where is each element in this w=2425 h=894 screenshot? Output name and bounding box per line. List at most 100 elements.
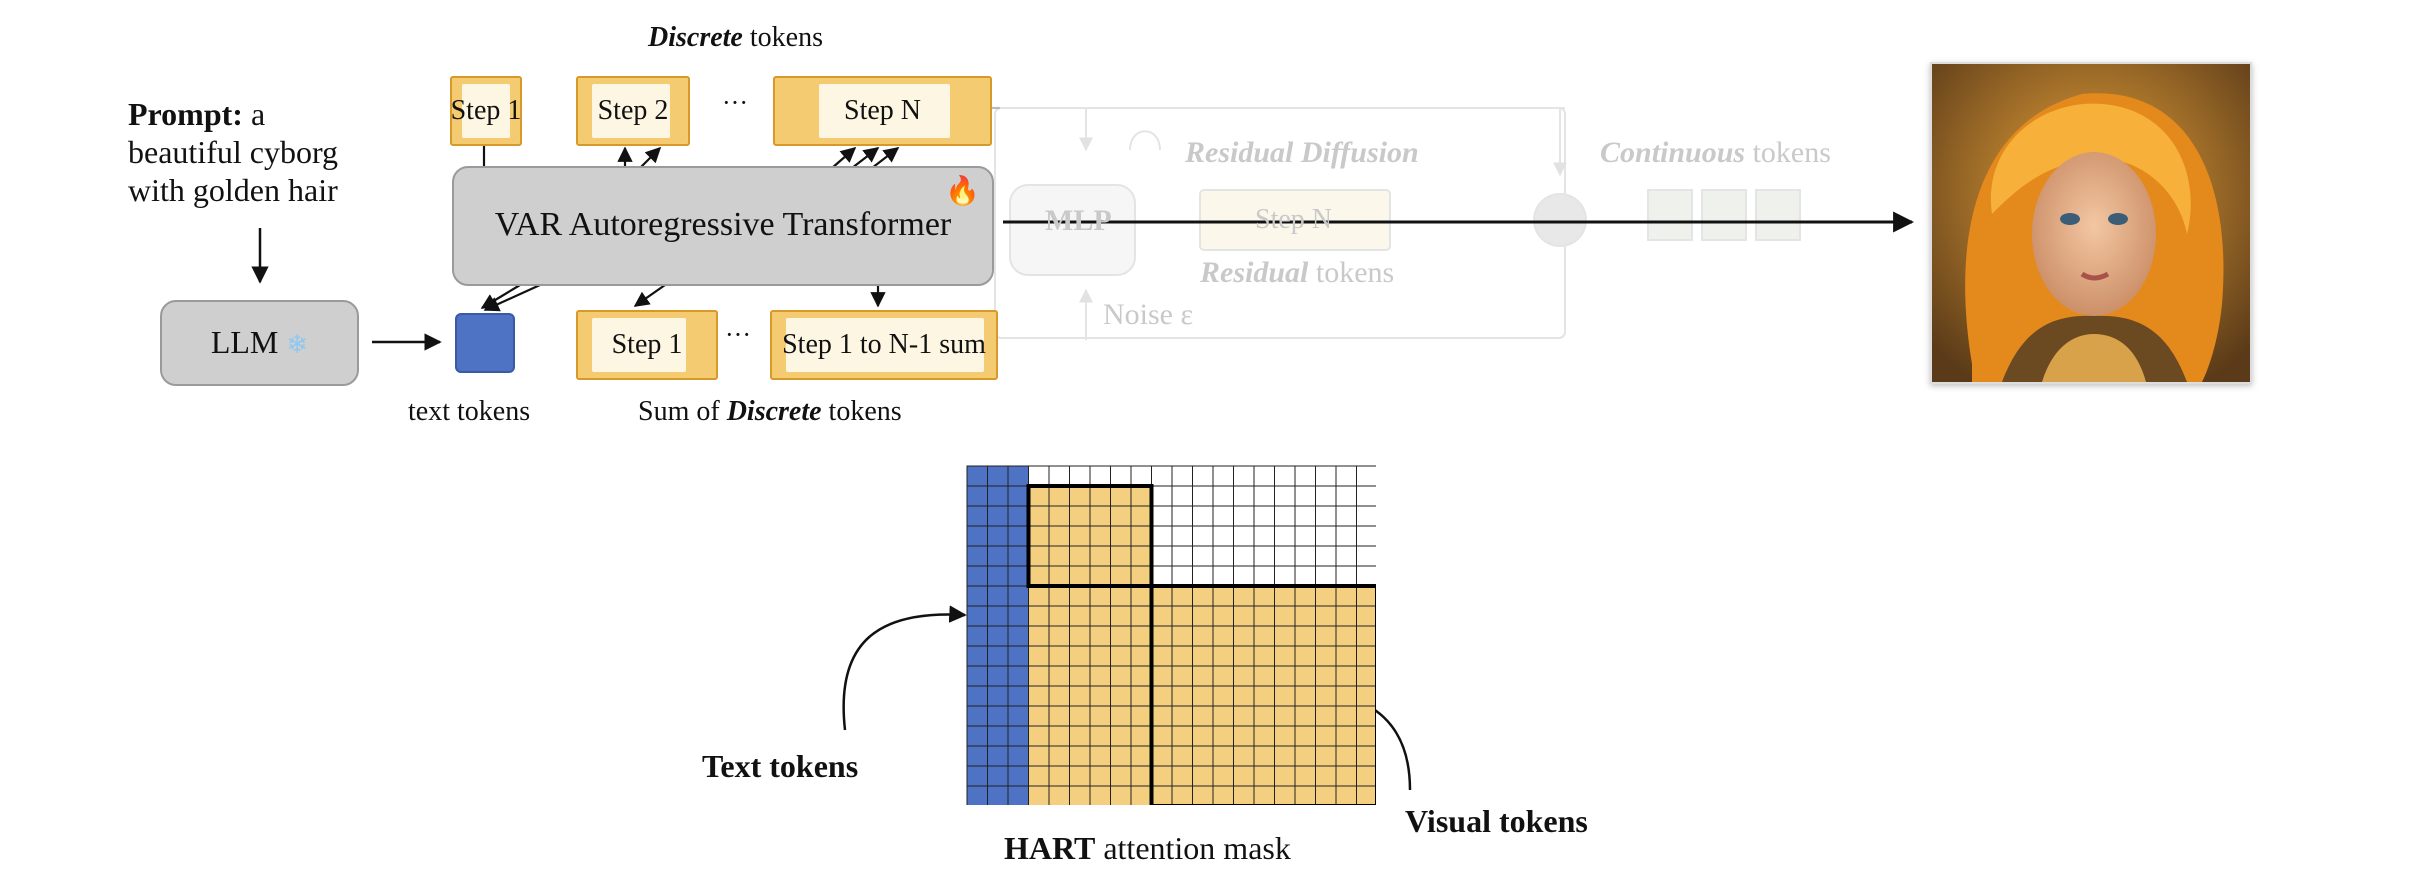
mask-cell bbox=[1007, 625, 1029, 647]
mask-cell bbox=[1253, 585, 1275, 607]
mask-cell bbox=[1007, 545, 1029, 567]
mask-cell bbox=[987, 665, 1009, 687]
mask-cell bbox=[1192, 685, 1214, 707]
mask-cell bbox=[1356, 765, 1376, 787]
mask-cell bbox=[1192, 485, 1214, 507]
mask-cell bbox=[1069, 505, 1091, 527]
mask-cell bbox=[987, 465, 1009, 487]
mask-cell bbox=[1212, 765, 1234, 787]
mask-cell bbox=[1294, 605, 1316, 627]
mask-cell bbox=[1110, 645, 1132, 667]
mask-cell bbox=[1007, 705, 1029, 727]
mask-cell bbox=[1315, 725, 1337, 747]
callout-text-tokens bbox=[842, 605, 967, 731]
generated-portrait-image bbox=[1930, 62, 2252, 384]
mask-cell bbox=[1110, 565, 1132, 587]
mask-cell bbox=[1335, 505, 1357, 527]
mask-cell bbox=[1192, 465, 1214, 487]
mask-cell bbox=[1028, 645, 1050, 667]
mask-cell bbox=[1171, 585, 1193, 607]
mask-cell bbox=[1028, 705, 1050, 727]
mask-cell bbox=[1028, 465, 1050, 487]
mask-cell bbox=[1028, 665, 1050, 687]
mask-cell bbox=[1294, 585, 1316, 607]
mask-cell bbox=[1233, 645, 1255, 667]
mask-cell bbox=[1089, 505, 1111, 527]
prompt-line3: with golden hair bbox=[128, 172, 338, 208]
mask-text-tokens-label: Text tokens bbox=[702, 748, 859, 784]
mask-cell bbox=[1233, 725, 1255, 747]
mask-cell bbox=[1069, 665, 1091, 687]
mask-cell bbox=[1212, 485, 1234, 507]
mask-cell bbox=[1274, 465, 1296, 487]
mask-cell bbox=[1151, 585, 1173, 607]
prompt-line1: a bbox=[242, 96, 266, 132]
mask-cell bbox=[1028, 785, 1050, 805]
mask-cell bbox=[1253, 505, 1275, 527]
mask-cell bbox=[1171, 505, 1193, 527]
mask-cell bbox=[1089, 465, 1111, 487]
mask-cell bbox=[987, 685, 1009, 707]
mask-cell bbox=[1212, 745, 1234, 767]
mask-cell bbox=[1151, 765, 1173, 787]
mask-cell bbox=[1048, 605, 1070, 627]
mask-cell bbox=[1048, 505, 1070, 527]
mask-cell bbox=[1151, 545, 1173, 567]
mask-cell bbox=[1212, 625, 1234, 647]
mask-cell bbox=[966, 765, 988, 787]
mask-cell bbox=[966, 545, 988, 567]
mask-cell bbox=[987, 745, 1009, 767]
mask-cell bbox=[1233, 585, 1255, 607]
mask-cell bbox=[1212, 725, 1234, 747]
mask-cell bbox=[1048, 665, 1070, 687]
mask-cell bbox=[1233, 705, 1255, 727]
discrete-step-n: Step N bbox=[773, 76, 992, 146]
mask-cell bbox=[1356, 785, 1376, 805]
mask-cell bbox=[1233, 485, 1255, 507]
mask-cell bbox=[1315, 765, 1337, 787]
mask-cell bbox=[1028, 765, 1050, 787]
mask-cell bbox=[1253, 785, 1275, 805]
mask-cell bbox=[1294, 545, 1316, 567]
mask-cell bbox=[1192, 725, 1214, 747]
mask-cell bbox=[1151, 705, 1173, 727]
mask-cell bbox=[1130, 605, 1152, 627]
mask-cell bbox=[1130, 505, 1152, 527]
mask-cell bbox=[1151, 505, 1173, 527]
mask-cell bbox=[1110, 625, 1132, 647]
mask-cell bbox=[1130, 465, 1152, 487]
mask-cell bbox=[1274, 665, 1296, 687]
mask-cell bbox=[1048, 625, 1070, 647]
mask-cell bbox=[1335, 565, 1357, 587]
mask-cell bbox=[1069, 765, 1091, 787]
mask-cell bbox=[1253, 745, 1275, 767]
mask-cell bbox=[1192, 505, 1214, 527]
mask-visual-tokens-label: Visual tokens bbox=[1405, 803, 1588, 839]
mask-cell bbox=[1356, 465, 1376, 487]
mask-cell bbox=[1335, 465, 1357, 487]
mask-cell bbox=[1274, 785, 1296, 805]
mask-cell bbox=[1233, 785, 1255, 805]
mask-cell bbox=[1028, 725, 1050, 747]
mask-cell bbox=[1294, 745, 1316, 767]
mask-cell bbox=[1171, 525, 1193, 547]
mask-cell bbox=[1007, 505, 1029, 527]
mask-cell bbox=[1069, 685, 1091, 707]
mask-cell bbox=[1007, 785, 1029, 805]
mask-cell bbox=[1192, 765, 1214, 787]
mask-cell bbox=[966, 465, 988, 487]
mask-cell bbox=[1233, 525, 1255, 547]
mask-cell bbox=[1151, 525, 1173, 547]
mask-cell bbox=[1335, 765, 1357, 787]
mask-cell bbox=[987, 705, 1009, 727]
mask-cell bbox=[1130, 705, 1152, 727]
mask-cell bbox=[1315, 485, 1337, 507]
mask-cell bbox=[966, 485, 988, 507]
mask-cell bbox=[1130, 745, 1152, 767]
mask-cell bbox=[1048, 725, 1070, 747]
mask-cell bbox=[1212, 545, 1234, 567]
mask-cell bbox=[1294, 645, 1316, 667]
mask-cell bbox=[1110, 685, 1132, 707]
mask-cell bbox=[1007, 665, 1029, 687]
